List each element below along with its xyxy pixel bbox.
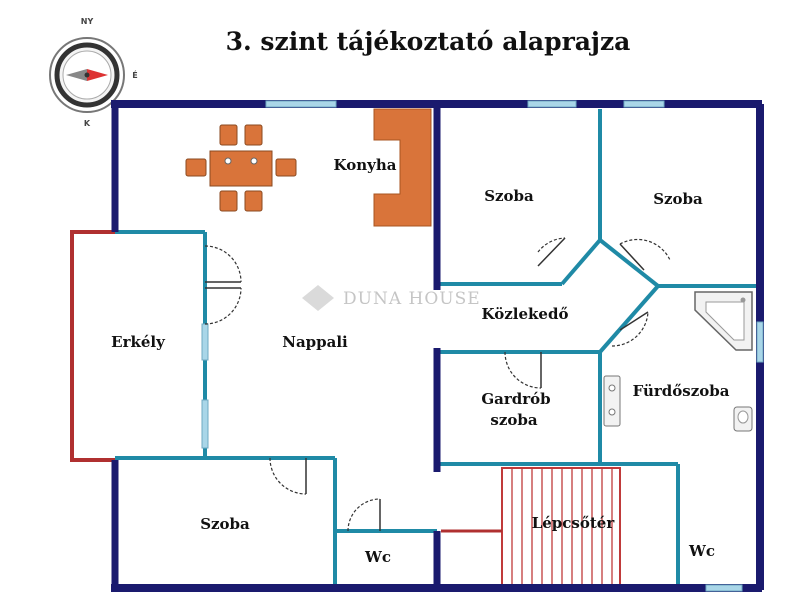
dining-table-icon	[185, 124, 297, 212]
compass-south-label: K	[84, 119, 91, 128]
room-label-nappali: Nappali	[282, 333, 348, 351]
kitchen-counter	[373, 108, 432, 227]
balcony-railing	[70, 230, 115, 462]
door-leaves	[205, 237, 649, 531]
watermark: DUNA HOUSE	[302, 285, 481, 311]
door-swing-1	[204, 245, 242, 283]
room-label-konyha: Konyha	[334, 156, 397, 174]
door-swings	[204, 237, 671, 532]
room-label-gardrob-line1: Gardrób	[481, 390, 550, 408]
compass-north-label: NY	[81, 17, 94, 26]
room-label-wc-right: Wc	[688, 542, 715, 560]
compass-icon: NY É K	[49, 17, 138, 128]
door-swing-5	[504, 351, 542, 389]
watermark-logo-icon	[302, 285, 334, 311]
compass-east-label: É	[132, 69, 137, 80]
door-swing-4	[347, 498, 381, 532]
toilet-icon	[733, 406, 753, 432]
staircase	[501, 467, 621, 587]
room-label-kozlekedo: Közlekedő	[482, 305, 569, 323]
sink-icon	[603, 375, 621, 427]
door-swing-6	[537, 237, 566, 253]
plan-title: 3. szint tájékoztató alaprajza	[226, 27, 631, 56]
structural-walls	[111, 104, 441, 590]
room-label-szoba-top-mid: Szoba	[484, 187, 534, 205]
door-swing-2	[204, 287, 242, 325]
watermark-text: DUNA HOUSE	[343, 289, 481, 309]
door-swing-3	[269, 457, 307, 495]
room-label-erkely: Erkély	[111, 333, 166, 351]
door-swing-8	[611, 311, 649, 347]
room-label-furdoszoba: Fürdőszoba	[633, 382, 730, 400]
room-label-lepcsoter: Lépcsőtér	[532, 514, 616, 532]
room-label-szoba-bottom: Szoba	[200, 515, 250, 533]
room-label-wc-mid: Wc	[364, 548, 391, 566]
windows	[201, 100, 764, 592]
room-label-szoba-top-right: Szoba	[653, 190, 703, 208]
bathtub-icon	[694, 291, 753, 351]
door-swing-7	[619, 238, 671, 261]
room-label-gardrob-line2: szoba	[490, 411, 537, 429]
